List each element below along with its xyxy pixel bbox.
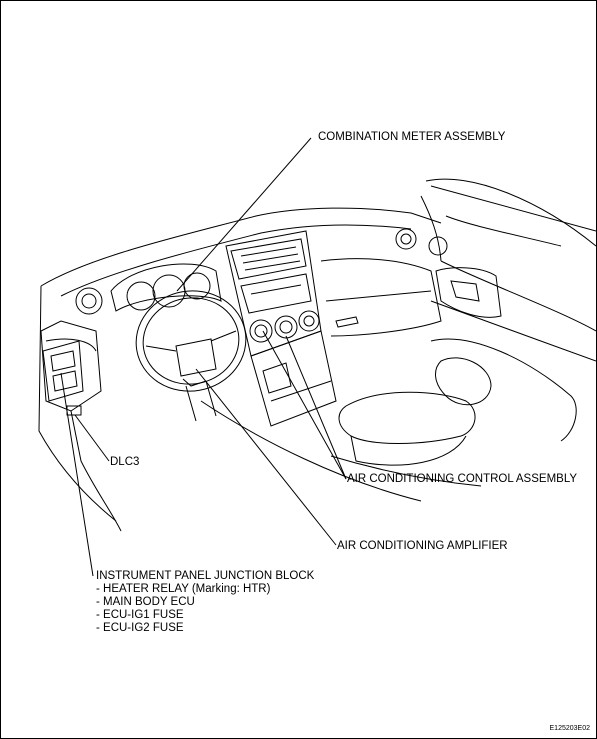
door-top (425, 178, 596, 247)
label-ac-amplifier: AIR CONDITIONING AMPLIFIER (337, 540, 508, 552)
label-dlc3: DLC3 (110, 456, 140, 468)
lower-console (250, 330, 337, 427)
side-vent-right (395, 228, 417, 250)
leader-combination-meter (176, 137, 312, 292)
door-pocket (430, 338, 577, 442)
center-vents (230, 238, 307, 280)
label-combination-meter: COMBINATION METER ASSEMBLY (318, 131, 506, 143)
dash-top-outline (40, 207, 442, 287)
figure-code: E125203E02 (549, 725, 590, 732)
steering-wheel-outer (135, 290, 247, 392)
steering-hub (175, 338, 217, 377)
label-junction-block: INSTRUMENT PANEL JUNCTION BLOCK (96, 570, 315, 582)
meter-gauge-left (126, 281, 156, 311)
leader-dlc3 (74, 414, 110, 462)
side-vent-left (75, 287, 103, 315)
steering-column (185, 380, 217, 422)
dash-top-inner (60, 224, 412, 297)
ac-knob-left (249, 319, 273, 343)
meter-gauge-center (152, 274, 186, 308)
door-handle (435, 267, 502, 318)
leader-ac-control (285, 335, 347, 480)
armrest (338, 391, 476, 444)
junction-item-ecu-ig2-fuse: - ECU-IG2 FUSE (96, 622, 184, 634)
radio-unit (240, 273, 312, 314)
junction-item-ecu-ig1-fuse: - ECU-IG1 FUSE (96, 609, 184, 621)
floor-line (200, 400, 422, 502)
junction-item-heater-relay: - HEATER RELAY (Marking: HTR) (96, 583, 271, 595)
door-speaker (435, 357, 492, 406)
left-panel-lower (38, 285, 117, 522)
leader-junction-block (60, 372, 94, 577)
leader-ac-amplifier (195, 368, 337, 546)
glovebox-latch (335, 316, 359, 328)
junction-block-items: - HEATER RELAY (Marking: HTR) - MAIN BOD… (96, 583, 314, 635)
meter-gauge-right (183, 272, 211, 300)
junction-item-main-body-ecu: - MAIN BODY ECU (96, 596, 195, 608)
passenger-dash (320, 258, 442, 337)
door-window-trim (445, 215, 562, 247)
ac-knob-center (274, 315, 298, 339)
junction-block (42, 340, 84, 402)
ac-knob-right (298, 310, 320, 332)
leader-ac-control-2 (262, 330, 347, 480)
left-lower-dash (40, 320, 102, 412)
door-panel (430, 260, 596, 362)
meter-hood (110, 263, 222, 312)
a-pillar (420, 185, 596, 262)
junction-block-callout: INSTRUMENT PANEL JUNCTION BLOCK - HEATER… (96, 570, 314, 635)
label-ac-control: AIR CONDITIONING CONTROL ASSEMBLY (347, 473, 578, 485)
door-handle-inner (450, 280, 480, 302)
